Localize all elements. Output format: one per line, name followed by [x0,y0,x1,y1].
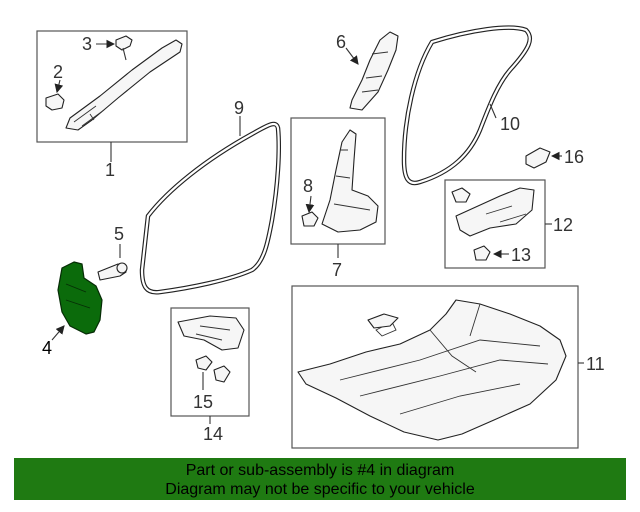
clip-part-13 [473,245,491,261]
callout-6: 6 [336,32,346,52]
group-6-b-pillar-upper: 6 [336,31,399,111]
group-9-front-door-seal: 9 [139,98,281,295]
clip-part-15b [213,365,231,383]
callout-2: 2 [53,62,63,82]
group-11-floor-carpet: 11 [291,285,605,449]
rear-door-seal-part [401,25,532,186]
group-16-bracket: 16 [525,147,584,169]
clip-part-8 [301,211,319,227]
group-7-b-pillar-lower: 8 7 [290,117,386,280]
banner-line-2: Diagram may not be specific to your vehi… [165,481,475,498]
clip-part-2 [45,93,65,111]
callout-4: 4 [42,338,52,358]
bracket-part-14 [177,315,245,351]
callout-3: 3 [82,34,92,54]
info-banner: Part or sub-assembly is #4 in diagram Di… [14,458,626,500]
callout-14: 14 [203,424,223,444]
a-pillar-trim-part [65,39,183,131]
clip-part-12 [451,187,471,203]
group-1-box [36,30,188,143]
group-12-rear-trim: 13 12 [444,179,573,269]
callout-11: 11 [586,354,605,374]
group-10-rear-door-seal: 10 [401,25,532,186]
group-1-a-pillar-trim: 1 2 3 [36,30,188,180]
front-door-seal-part [139,121,281,295]
group-11-box [291,285,579,449]
callout-16: 16 [564,147,584,167]
callout-9: 9 [234,98,244,118]
callout-8: 8 [303,176,313,196]
callout-1: 1 [105,160,115,180]
clip-part-15a [195,355,213,371]
rear-trim-part [455,187,535,237]
group-4-kick-panel: 4 [42,261,103,358]
screw-part-3 [115,35,133,51]
callout-15: 15 [193,392,213,412]
bracket-part-16 [525,147,551,169]
callout-10: 10 [500,114,520,134]
callout-7: 7 [332,260,342,280]
floor-pad-part [367,313,399,329]
b-pillar-lower-part [321,129,379,233]
banner-line-1: Part or sub-assembly is #4 in diagram [185,462,455,479]
group-5-screw: 5 [97,224,128,281]
group-14-bracket: 15 14 [170,307,250,444]
b-pillar-upper-part [349,31,399,111]
floor-carpet-part [297,299,567,441]
callout-13: 13 [511,245,531,265]
callout-5: 5 [114,224,124,244]
highlighted-part-4 [57,261,103,335]
callout-12: 12 [553,215,573,235]
